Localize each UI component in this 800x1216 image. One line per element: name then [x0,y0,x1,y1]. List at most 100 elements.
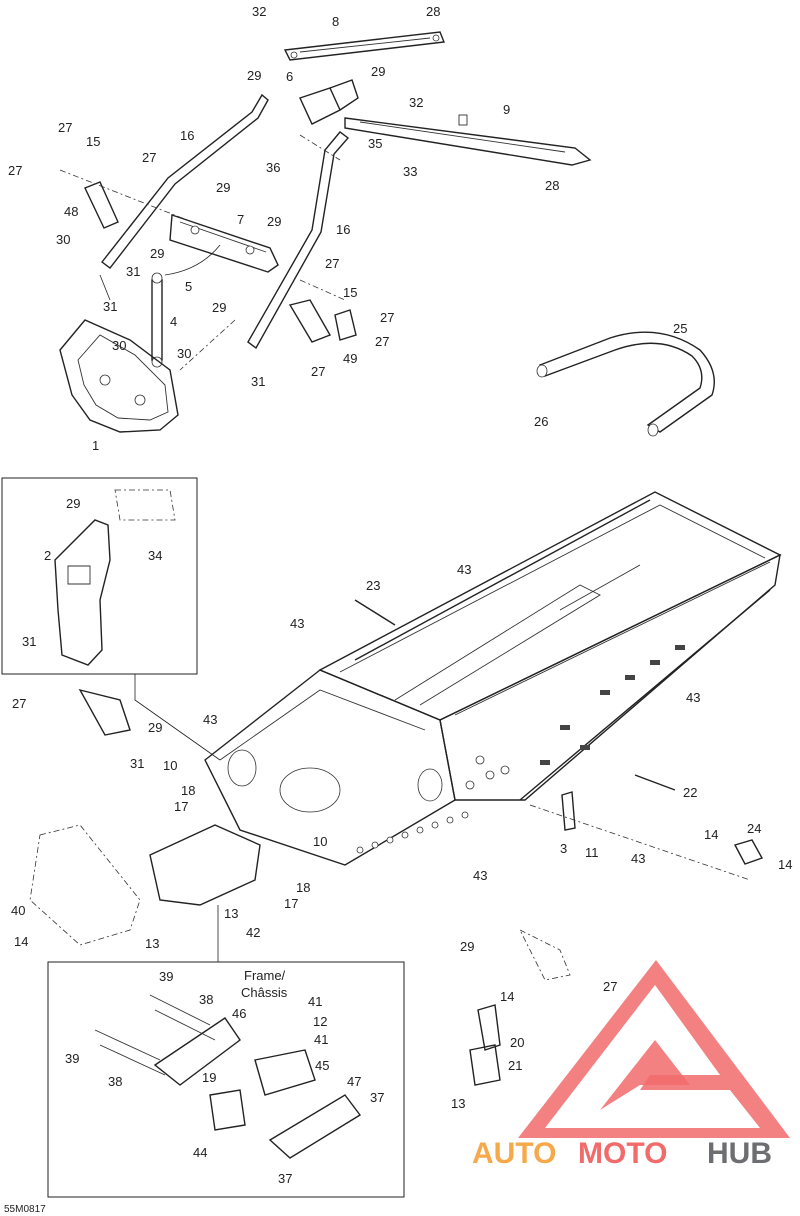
part-9-crossbar [344,114,592,166]
callout-47: 47 [347,1074,361,1089]
callout-43: 43 [631,851,645,866]
part-23-strip [354,599,396,626]
callout-32: 32 [252,4,266,19]
part-47-mount [268,1094,362,1159]
callout-15: 15 [343,285,357,300]
part-7-crossmember [169,214,279,273]
callout-27: 27 [325,256,339,271]
watermark-auto: AUTO [472,1137,556,1170]
callout-30: 30 [177,346,191,361]
callout-27: 27 [142,150,156,165]
part-16-left-tube [101,93,269,269]
callout-31: 31 [126,264,140,279]
callout-37: 37 [370,1090,384,1105]
callout-33: 33 [403,164,417,179]
callout-8: 8 [332,14,339,29]
watermark-hub: HUB [707,1137,772,1170]
callout-31: 31 [103,299,117,314]
callout-labels: 32 8 28 29 6 29 32 9 27 16 15 35 27 27 3… [4,4,792,1215]
callout-23: 23 [366,578,380,593]
part-16-right-tube [247,131,350,350]
callout-13: 13 [145,936,159,951]
callout-42: 42 [246,925,260,940]
callout-14: 14 [500,989,514,1004]
callout-9: 9 [503,102,510,117]
callout-27: 27 [375,334,389,349]
callout-43: 43 [473,868,487,883]
part-8-crossbar [283,31,445,61]
callout-29: 29 [212,300,226,315]
callout-27: 27 [603,979,617,994]
callout-17: 17 [174,799,188,814]
callout-34: 34 [148,548,162,563]
callout-15: 15 [86,134,100,149]
part-24-bracket [733,839,764,865]
callout-21: 21 [508,1058,522,1073]
inset-box-rail-mounts [47,961,405,1198]
callout-18: 18 [181,783,195,798]
callout-27: 27 [8,163,22,178]
part-20-21-brackets [469,1004,501,1086]
part-1-front-bulkhead [59,319,179,433]
callout-27: 27 [311,364,325,379]
callout-31: 31 [251,374,265,389]
callout-1: 1 [92,438,99,453]
callout-29: 29 [148,720,162,735]
inset-caption-line1: Frame/ [244,968,286,983]
callout-41: 41 [314,1032,328,1047]
part-44-plate [209,1089,246,1131]
tunnel-side-slots [540,645,685,765]
callout-18: 18 [296,880,310,895]
belly-pan-holes [356,755,510,854]
callout-14: 14 [778,857,792,872]
callout-43: 43 [457,562,471,577]
callout-20: 20 [510,1035,524,1050]
callout-10: 10 [313,834,327,849]
callout-3: 3 [560,841,567,856]
watermark-moto: MOTO [578,1137,667,1170]
callout-27: 27 [380,310,394,325]
callout-31: 31 [22,634,36,649]
callout-32: 32 [409,95,423,110]
callout-14: 14 [704,827,718,842]
callout-41: 41 [308,994,322,1009]
callout-29: 29 [267,214,281,229]
callout-16: 16 [336,222,350,237]
front-suspension-module [59,31,715,437]
inset-caption-line2: Châssis [241,985,288,1000]
part-22-strip [634,774,676,791]
inset-box-part-2 [1,477,198,675]
callout-17: 17 [284,896,298,911]
callout-36: 36 [266,160,280,175]
callout-2: 2 [44,548,51,563]
callout-40: 40 [11,903,25,918]
part-6-bracket [299,79,359,125]
callout-29: 29 [150,246,164,261]
callout-43: 43 [203,712,217,727]
part-46-mount [153,1017,241,1086]
callout-39: 39 [159,969,173,984]
front-lower-frame [29,688,261,946]
callout-19: 19 [202,1070,216,1085]
callout-38: 38 [108,1074,122,1089]
callout-39: 39 [65,1051,79,1066]
callout-25: 25 [673,321,687,336]
callout-28: 28 [545,178,559,193]
callout-29: 29 [216,180,230,195]
callout-38: 38 [199,992,213,1007]
callout-44: 44 [193,1145,207,1160]
callout-28: 28 [426,4,440,19]
figure-code: 55M0817 [4,1204,46,1215]
part-49-bracket [288,299,357,343]
callout-27: 27 [12,696,26,711]
callout-24: 24 [747,821,761,836]
callout-27: 27 [58,120,72,135]
callout-13: 13 [451,1096,465,1111]
callout-10: 10 [163,758,177,773]
part-3-insert [561,791,576,831]
callout-29: 29 [66,496,80,511]
callout-48: 48 [64,204,78,219]
part-45-mount [254,1049,316,1096]
